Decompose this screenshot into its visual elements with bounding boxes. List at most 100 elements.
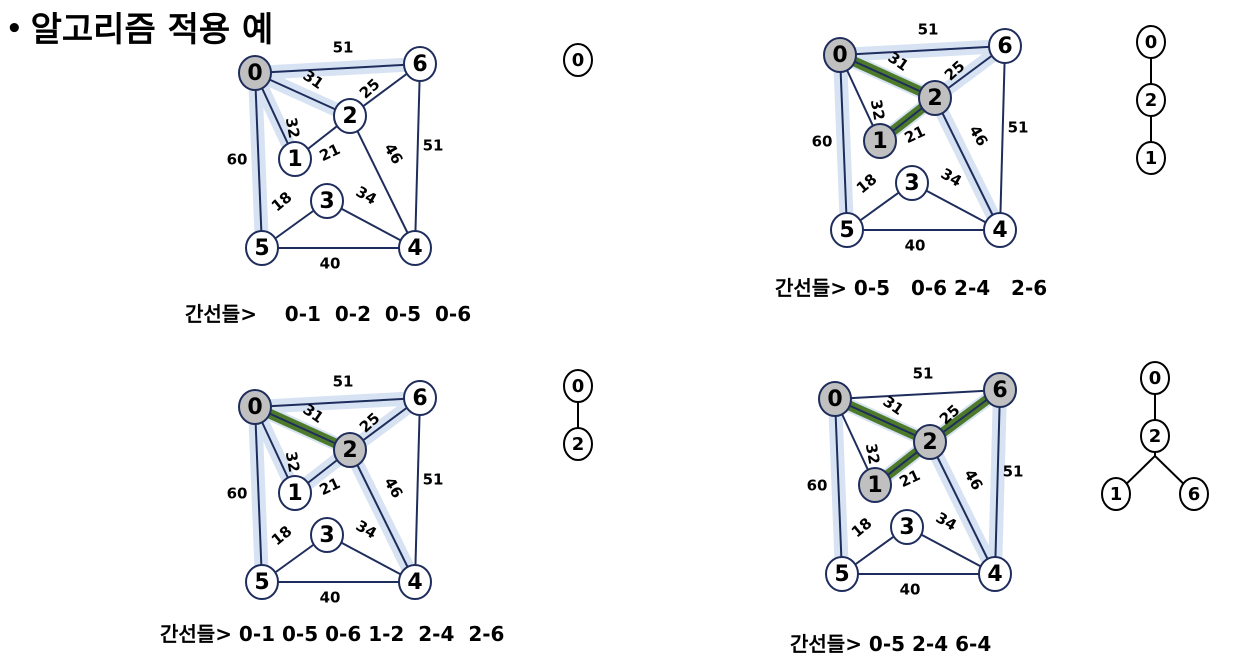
node-layer: 0 1 2 3 4 5 6 <box>818 372 1017 592</box>
edge-weight-3-5: 18 <box>268 188 296 215</box>
edge-weight-0-5: 60 <box>227 485 248 503</box>
edge-weight-6-4: 51 <box>1008 119 1029 137</box>
node-circle <box>858 467 892 503</box>
graph-node-3: 3 <box>310 517 344 553</box>
graph-node-1: 1 <box>278 475 312 511</box>
slide-title: •알고리즘 적용 예 <box>6 2 273 51</box>
edge-weight-3-4: 34 <box>353 183 380 209</box>
graph-node-0: 0 <box>238 55 272 91</box>
graph-node-1: 1 <box>858 467 892 503</box>
tree-node-0: 0 <box>563 43 593 77</box>
edge-6-4 <box>414 397 421 583</box>
graph-node-1: 1 <box>278 141 312 177</box>
tree-node-0: 0 <box>563 369 593 403</box>
graph-node-5: 5 <box>245 230 279 266</box>
node-circle <box>978 556 1012 592</box>
node-label: 5 <box>254 236 269 261</box>
node-circle <box>825 556 859 592</box>
tree-node-0: 0 <box>1136 25 1166 59</box>
edge-weight-0-1: 32 <box>282 116 303 140</box>
edge-weight-0-5: 60 <box>812 133 833 151</box>
node-label: 4 <box>992 218 1007 243</box>
graph-node-5: 5 <box>825 556 859 592</box>
node-label: 6 <box>992 378 1007 403</box>
tree-diagram-1: 0 <box>563 43 593 77</box>
caption-2: 간선들> 0-5 0-6 2-4 2-6 <box>775 276 1048 300</box>
node-label: 3 <box>904 171 919 196</box>
edge-weight-0-1: 32 <box>862 442 883 466</box>
edge-0-2 <box>254 406 351 451</box>
node-circle <box>278 141 312 177</box>
edge-0-2 <box>254 72 351 117</box>
tree-node-label: 2 <box>1145 90 1158 111</box>
node-label: 0 <box>247 395 262 420</box>
node-label: 1 <box>287 481 302 506</box>
node-label: 5 <box>839 218 854 243</box>
node-circle <box>890 509 924 545</box>
graph-node-1: 1 <box>863 123 897 159</box>
graph-node-6: 6 <box>403 46 437 82</box>
caption-1: 간선들> 0-1 0-2 0-5 0-6 <box>185 302 472 326</box>
tree-node-1: 1 <box>1101 477 1131 511</box>
edge-0-6 <box>839 45 1006 56</box>
edge-weight-5-4: 40 <box>900 581 921 599</box>
graph-node-6: 6 <box>403 380 437 416</box>
graph-node-5: 5 <box>830 212 864 248</box>
tree-node-label: 0 <box>572 50 585 71</box>
edge-weight-0-6: 51 <box>913 365 934 383</box>
node-label: 3 <box>899 515 914 540</box>
node-label: 2 <box>922 430 937 455</box>
edge-weight-0-1: 32 <box>282 450 303 474</box>
node-label: 1 <box>287 147 302 172</box>
tree-node-2: 2 <box>1136 83 1166 117</box>
node-circle <box>818 381 852 417</box>
node-label: 5 <box>834 562 849 587</box>
node-circle <box>913 424 947 460</box>
node-circle <box>983 212 1017 248</box>
node-circle <box>333 432 367 468</box>
tree-node-label: 0 <box>572 376 585 397</box>
edge-2-4 <box>929 441 996 575</box>
edge-weight-2-4: 46 <box>965 122 991 149</box>
tree-node-circle <box>563 427 593 461</box>
graph-node-0: 0 <box>818 381 852 417</box>
graph-node-6: 6 <box>983 372 1017 408</box>
edge-0-5 <box>254 406 263 583</box>
tree-node-circle <box>1140 361 1170 395</box>
graph-node-6: 6 <box>988 28 1022 64</box>
edge-6-4 <box>999 45 1006 231</box>
node-label: 2 <box>342 438 357 463</box>
graph-node-5: 5 <box>245 564 279 600</box>
node-label: 4 <box>987 562 1002 587</box>
tree-node-circle <box>1179 477 1209 511</box>
edge-0-6 <box>254 63 421 74</box>
node-circle <box>988 28 1022 64</box>
node-label: 1 <box>872 129 887 154</box>
edge-weight-2-4: 46 <box>380 140 406 167</box>
edge-weight-2-6: 25 <box>356 75 384 102</box>
node-label: 2 <box>927 86 942 111</box>
node-label: 6 <box>412 52 427 77</box>
edge-0-5 <box>839 54 848 231</box>
node-circle <box>310 517 344 553</box>
node-circle <box>830 212 864 248</box>
edge-weight-1-2: 21 <box>317 140 344 165</box>
node-circle <box>245 564 279 600</box>
graph-node-4: 4 <box>398 564 432 600</box>
edge-0-5 <box>834 398 843 575</box>
edge-2-4 <box>349 115 416 249</box>
graph-node-2: 2 <box>333 432 367 468</box>
node-circle <box>403 380 437 416</box>
tree-node-2: 2 <box>1140 419 1170 453</box>
node-circle <box>238 389 272 425</box>
slide-title-text: 알고리즘 적용 예 <box>30 10 274 50</box>
graph-node-0: 0 <box>238 389 272 425</box>
edge-weight-3-5: 18 <box>848 514 876 541</box>
edge-weight-5-4: 40 <box>320 589 341 607</box>
